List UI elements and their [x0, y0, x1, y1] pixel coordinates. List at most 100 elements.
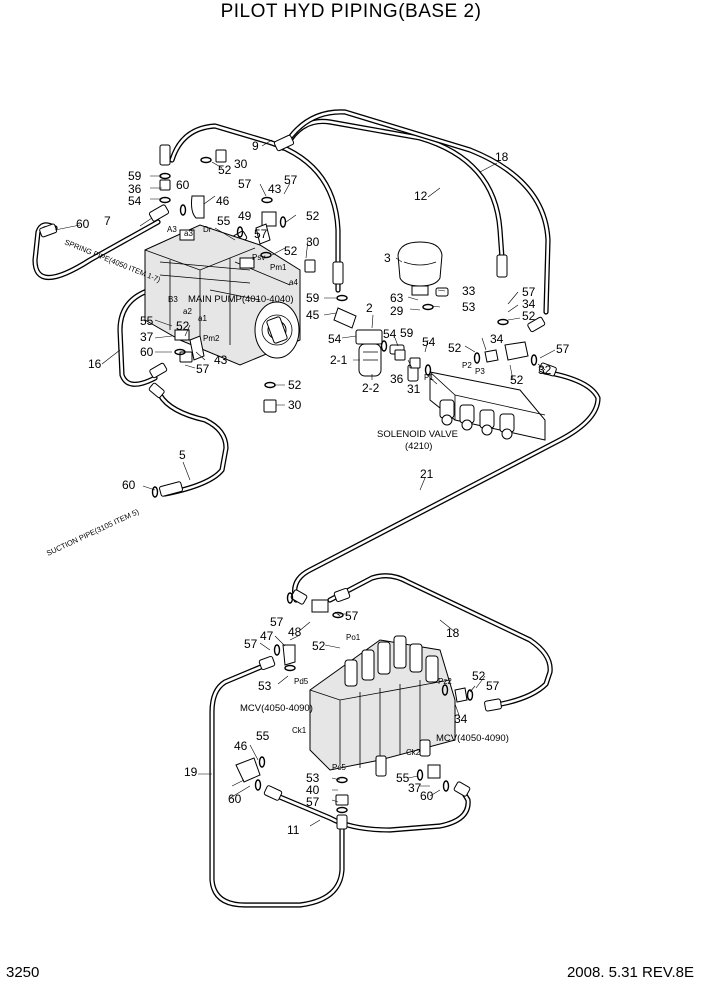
callout-52-d: 52	[522, 309, 536, 323]
callout-45: 45	[306, 308, 320, 322]
port-a3: a3	[184, 229, 193, 238]
main-pump	[144, 224, 301, 366]
port-P2: P2	[462, 361, 472, 370]
callout-2-2: 2-2	[362, 381, 380, 395]
callout-59: 59	[128, 169, 142, 183]
port-Po1: Po1	[346, 633, 361, 642]
port-P3: P3	[475, 367, 485, 376]
callout-3: 3	[384, 251, 391, 265]
callout-57-h: 57	[345, 609, 359, 623]
callout-34-c: 34	[454, 712, 468, 726]
solenoid-valve-code: (4210)	[405, 441, 432, 452]
callout-37: 37	[140, 330, 154, 344]
callout-60-d: 60	[122, 478, 136, 492]
callout-21: 21	[420, 467, 434, 481]
o-rings	[151, 156, 538, 814]
callout-52-j: 52	[472, 669, 486, 683]
mcv-block	[309, 635, 456, 777]
callout-47: 47	[260, 629, 274, 643]
callout-53-c: 53	[306, 771, 320, 785]
callout-59-c: 59	[400, 326, 414, 340]
callout-55: 55	[217, 214, 231, 228]
page-title: PILOT HYD PIPING(BASE 2)	[220, 1, 482, 22]
port-B3: B3	[168, 295, 178, 304]
callout-55-d: 55	[396, 771, 410, 785]
port-a4: a4	[289, 278, 298, 287]
callout-52: 52	[218, 163, 232, 177]
port-Pc5: Pc5	[332, 763, 346, 772]
mcv-right-label: MCV(4050-4090)	[436, 733, 509, 744]
port-Pm2: Pm2	[203, 334, 220, 343]
hose-12	[287, 118, 505, 261]
port-a1: a1	[198, 314, 207, 323]
callout-54: 54	[128, 194, 142, 208]
callout-34-b: 34	[490, 332, 504, 346]
port-Dr: Dr	[203, 225, 212, 234]
port-labels: A3 a3 Dr B3 a2 a1 Pm2 Psv Pm1 a4 P1 P2 P…	[167, 225, 485, 772]
port-Pd5: Pd5	[294, 677, 309, 686]
callout-36: 36	[128, 182, 142, 196]
callout-57-b: 57	[284, 173, 298, 187]
solenoid-valve	[407, 364, 546, 441]
callout-43-b: 43	[214, 353, 228, 367]
main-pump-label: MAIN PUMP(4010-4040)	[188, 294, 294, 305]
callouts: 59 36 54 60 52 30 9 46 57 43 57 7 60 55 …	[76, 139, 570, 837]
solenoid-valve-label: SOLENOID VALVE	[377, 429, 458, 440]
callout-34: 34	[522, 297, 536, 311]
callout-52-c: 52	[284, 244, 298, 258]
callout-57-g: 57	[270, 615, 284, 629]
callout-57-a: 57	[238, 177, 252, 191]
port-Ck2: Ck2	[406, 748, 421, 757]
callout-57-f: 57	[196, 362, 210, 376]
callout-2: 2	[366, 301, 373, 315]
callout-57-i: 57	[244, 637, 258, 651]
port-A3: A3	[167, 225, 177, 234]
callout-57-c: 57	[254, 227, 268, 241]
callout-30-b: 30	[306, 235, 320, 249]
callout-52-h: 52	[288, 378, 302, 392]
callout-60-b: 60	[76, 217, 90, 231]
callout-46-b: 46	[234, 739, 248, 753]
callout-37-b: 37	[408, 781, 422, 795]
callout-54-c: 54	[383, 327, 397, 341]
suction-pipe-label: SUCTION PIPE(3105 ITEM 5)	[45, 507, 141, 558]
callout-12: 12	[414, 189, 428, 203]
callout-54-b: 54	[328, 332, 342, 346]
hose-5	[157, 392, 229, 497]
callout-57-k: 57	[306, 795, 320, 809]
callout-53: 53	[462, 300, 476, 314]
callout-30-c: 30	[288, 398, 302, 412]
callout-11: 11	[287, 823, 300, 837]
port-Pm1: Pm1	[270, 263, 287, 272]
callout-33: 33	[462, 284, 476, 298]
callout-29: 29	[390, 304, 404, 318]
callout-63: 63	[390, 291, 404, 305]
callout-18: 18	[495, 150, 509, 164]
callout-55-c: 55	[256, 729, 270, 743]
port-Pz2: Pz2	[438, 677, 452, 686]
callout-52-e: 52	[448, 341, 462, 355]
callout-18-b: 18	[446, 626, 460, 640]
fittings	[159, 149, 529, 806]
callout-57-e: 57	[556, 342, 570, 356]
callout-57-j: 57	[486, 679, 500, 693]
callout-31: 31	[407, 382, 421, 396]
callout-57-d: 57	[522, 285, 536, 299]
callout-43-a: 43	[268, 182, 282, 196]
callout-52-f: 52	[510, 373, 524, 387]
port-a2: a2	[183, 307, 192, 316]
callout-40: 40	[306, 783, 320, 797]
callout-46: 46	[216, 194, 230, 208]
callout-16: 16	[88, 357, 102, 371]
callout-48: 48	[288, 625, 302, 639]
callout-49: 49	[238, 209, 252, 223]
port-Ck1: Ck1	[292, 726, 307, 735]
callout-55-b: 55	[140, 314, 154, 328]
callout-52-i: 52	[312, 639, 326, 653]
leader-lines	[54, 139, 556, 827]
callout-30: 30	[234, 157, 248, 171]
port-Psv: Psv	[252, 253, 265, 262]
callout-60-e: 60	[228, 792, 242, 806]
callout-9: 9	[252, 139, 259, 153]
